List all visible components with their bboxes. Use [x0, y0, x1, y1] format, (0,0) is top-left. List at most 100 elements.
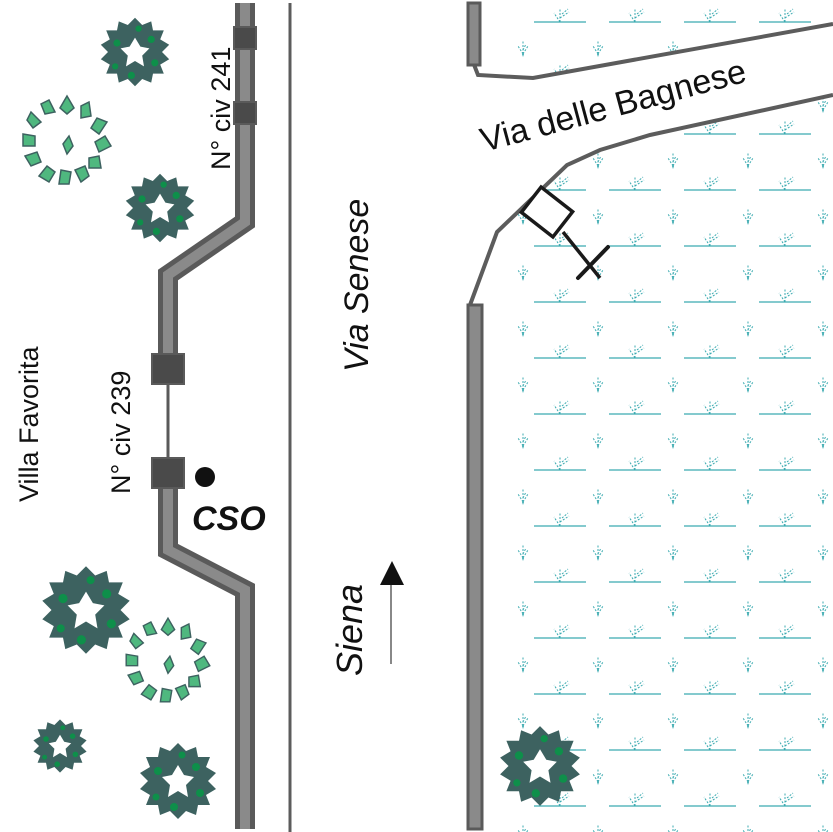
marsh-grass-icon — [517, 487, 529, 506]
marsh-grass-icon — [683, 343, 737, 359]
marsh-grass-icon — [608, 567, 662, 583]
marsh-grass-icon — [742, 543, 754, 562]
marsh-grass-icon — [592, 543, 604, 562]
marsh-grass-icon — [592, 375, 604, 394]
marsh-grass-icon — [592, 655, 604, 674]
marsh-grass-icon — [608, 511, 662, 527]
marsh-grass-icon — [758, 7, 812, 23]
marsh-grass-icon — [817, 431, 829, 450]
marsh-grass-icon — [592, 599, 604, 618]
marsh-grass-icon — [758, 679, 812, 695]
via-delle-bagnese-road — [468, 22, 833, 306]
marsh-grass-icon — [592, 487, 604, 506]
marsh-grass-icon — [608, 175, 662, 191]
tree-icon — [500, 726, 580, 806]
marsh-grass-icon — [683, 791, 737, 807]
marsh-grass-icon — [742, 487, 754, 506]
marsh-grass-icon — [758, 567, 812, 583]
marsh-grass-icon — [667, 375, 679, 394]
marsh-grass-icon — [817, 767, 829, 786]
marsh-grass-icon — [667, 319, 679, 338]
marsh-grass-icon — [517, 39, 529, 58]
marsh-grass-icon — [667, 263, 679, 282]
marsh-grass-icon — [533, 231, 587, 247]
marsh-grass-icon — [608, 231, 662, 247]
marsh-grass-icon — [742, 319, 754, 338]
marsh-grass-icon — [742, 263, 754, 282]
north-arrow-icon — [380, 561, 404, 664]
marsh-grass-icon — [817, 543, 829, 562]
marsh-grass-icon — [592, 431, 604, 450]
marsh-grass-icon — [742, 431, 754, 450]
marsh-grass-icon — [683, 735, 737, 751]
marsh-grass-icon — [758, 343, 812, 359]
marsh-grass-icon — [533, 399, 587, 415]
marsh-grass-icon — [817, 823, 829, 832]
marsh-grass-icon — [758, 119, 812, 135]
marsh-grass-icon — [517, 711, 529, 730]
marsh-grass-icon — [683, 623, 737, 639]
tree-icon — [100, 17, 170, 87]
marsh-grass-icon — [758, 455, 812, 471]
tree-icon — [22, 95, 112, 185]
marsh-grass-icon — [517, 543, 529, 562]
marsh-grass-icon — [667, 431, 679, 450]
marsh-grass-icon — [533, 567, 587, 583]
marsh-grass-icon — [608, 343, 662, 359]
marsh-grass-icon — [667, 655, 679, 674]
marsh-grass-icon — [817, 599, 829, 618]
marsh-grass-icon — [817, 207, 829, 226]
villa-favorita-label: Villa Favorita — [14, 345, 44, 502]
tree-icon — [140, 743, 216, 819]
marsh-grass-icon — [533, 679, 587, 695]
marsh-grass-icon — [683, 567, 737, 583]
marsh-grass-icon — [517, 263, 529, 282]
marsh-grass-icon — [667, 487, 679, 506]
marsh-grass-icon — [533, 455, 587, 471]
tree-icon — [125, 173, 195, 243]
marsh-grass-icon — [608, 623, 662, 639]
marsh-grass-icon — [517, 599, 529, 618]
tree-icon — [125, 617, 211, 703]
marsh-grass-icon — [667, 823, 679, 832]
tree-icon — [33, 719, 87, 773]
marsh-grass-icon — [517, 823, 529, 832]
siena-label: Siena — [329, 584, 370, 676]
marsh-grass-icon — [817, 151, 829, 170]
marsh-grass-icon — [592, 767, 604, 786]
marsh-grass-icon — [592, 39, 604, 58]
marsh-grass-icon — [758, 175, 812, 191]
marsh-grass-icon — [608, 791, 662, 807]
marsh-grass-icon — [608, 287, 662, 303]
marsh-grass-icon — [758, 735, 812, 751]
marsh-grass-icon — [742, 823, 754, 832]
marsh-grass-icon — [758, 287, 812, 303]
marsh-grass-icon — [683, 455, 737, 471]
marsh-grass-icon — [517, 655, 529, 674]
marsh-grass-icon — [608, 735, 662, 751]
marsh-grass-icon — [517, 319, 529, 338]
marsh-grass-icon — [533, 7, 587, 23]
marsh-grass-icon — [608, 455, 662, 471]
marsh-grass-icon — [592, 319, 604, 338]
marsh-grass-icon — [758, 399, 812, 415]
marsh-grass-icon — [608, 7, 662, 23]
marsh-grass-icon — [742, 151, 754, 170]
marsh-grass-icon — [817, 711, 829, 730]
marsh-grass-icon — [817, 263, 829, 282]
marsh-grass-icon — [533, 511, 587, 527]
marsh-grass-icon — [592, 711, 604, 730]
marsh-grass-icon — [742, 655, 754, 674]
marsh-grass-icon — [517, 375, 529, 394]
manhole — [233, 26, 257, 50]
manhole — [233, 101, 257, 125]
gate-valve-icon — [518, 184, 610, 280]
filled-circle-icon — [195, 467, 215, 487]
marsh-grass-icon — [758, 791, 812, 807]
marsh-grass-icon — [817, 655, 829, 674]
wall-right — [466, 303, 484, 831]
marsh-grass-icon — [742, 711, 754, 730]
tree-icon — [42, 566, 130, 654]
marsh-grass-icon — [667, 207, 679, 226]
